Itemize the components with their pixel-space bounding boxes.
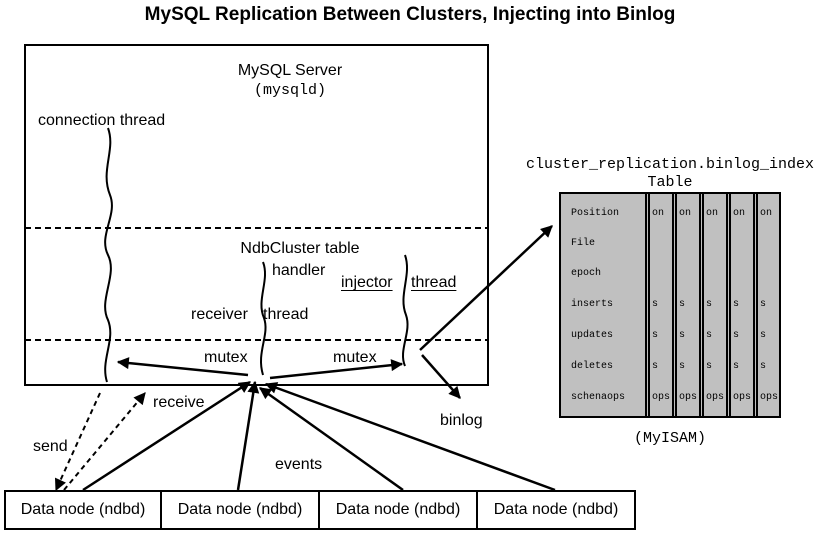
binlog-label: binlog	[440, 412, 483, 429]
table-subtitle: Table	[647, 174, 693, 191]
receive-label: receive	[153, 394, 205, 411]
data-node-4: Data node (ndbd)	[476, 490, 636, 530]
receiver-thread-label: thread	[263, 306, 309, 323]
mysqld-label: (mysqld)	[253, 82, 326, 99]
table-cell: s	[706, 330, 713, 341]
table-cell: s	[652, 330, 659, 341]
injector-thread-squiggle	[402, 254, 409, 367]
binlog-arrow	[421, 354, 461, 399]
data-node-1: Data node (ndbd)	[4, 490, 162, 530]
table-row-label: epoch	[571, 268, 602, 279]
table-cell: on	[733, 208, 746, 219]
table-engine-label: (MyISAM)	[633, 430, 706, 447]
table-row-label: deletes	[571, 361, 614, 372]
table-row-label: Position	[571, 208, 620, 219]
table-cell: ops	[652, 392, 671, 403]
table-row-label: inserts	[571, 299, 614, 310]
receiver-label: receiver	[191, 306, 248, 323]
table-cell: s	[652, 299, 659, 310]
binlog-index-table	[559, 192, 781, 418]
table-cell: s	[706, 299, 713, 310]
mutex-left-arrow	[116, 357, 249, 377]
data-node-3: Data node (ndbd)	[318, 490, 478, 530]
table-cell: s	[760, 330, 767, 341]
connection-thread-squiggle	[104, 127, 113, 383]
table-cell: s	[652, 361, 659, 372]
table-cell: s	[679, 361, 686, 372]
table-cell: on	[679, 208, 692, 219]
table-title: cluster_replication.binlog_index	[525, 156, 815, 173]
injector-to-table-arrow	[419, 225, 553, 351]
receiver-thread-squiggle	[259, 261, 267, 376]
table-cell: on	[652, 208, 665, 219]
table-cell: ops	[679, 392, 698, 403]
connection-thread-label: connection thread	[38, 112, 166, 129]
table-cell: ops	[760, 392, 779, 403]
mutex-right-arrow	[269, 359, 404, 380]
mutex-left-label: mutex	[204, 349, 248, 366]
injector-label: injector	[341, 274, 393, 291]
table-row-label: File	[571, 238, 596, 249]
table-cell: s	[733, 361, 740, 372]
event-arrow-node4	[264, 382, 556, 492]
table-cell: s	[679, 330, 686, 341]
events-label: events	[275, 456, 323, 473]
mutex-right-label: mutex	[333, 349, 377, 366]
ndbcluster-label-line2: handler	[272, 262, 326, 279]
table-cell: s	[733, 299, 740, 310]
mysql-server-label: MySQL Server	[237, 62, 343, 79]
table-cell: s	[733, 330, 740, 341]
table-cell: on	[706, 208, 719, 219]
event-arrow-node1	[82, 380, 252, 492]
send-label: send	[33, 438, 68, 455]
table-cell: on	[760, 208, 773, 219]
ndbcluster-label-line1: NdbCluster table	[240, 240, 360, 257]
table-cell: s	[760, 361, 767, 372]
table-row-label: schenaops	[571, 392, 626, 403]
table-cell: s	[706, 361, 713, 372]
event-arrow-node2	[236, 380, 260, 491]
event-arrow-node3	[259, 386, 404, 492]
table-cell: s	[760, 299, 767, 310]
data-node-2: Data node (ndbd)	[160, 490, 320, 530]
table-cell: ops	[706, 392, 725, 403]
injector-thread-label: thread	[411, 274, 457, 291]
table-cell: s	[679, 299, 686, 310]
table-body	[559, 192, 781, 418]
diagram-title: MySQL Replication Between Clusters, Inje…	[144, 4, 676, 25]
table-row-label: updates	[571, 330, 614, 341]
receive-dashed-arrow	[63, 392, 146, 491]
table-cell: ops	[733, 392, 752, 403]
